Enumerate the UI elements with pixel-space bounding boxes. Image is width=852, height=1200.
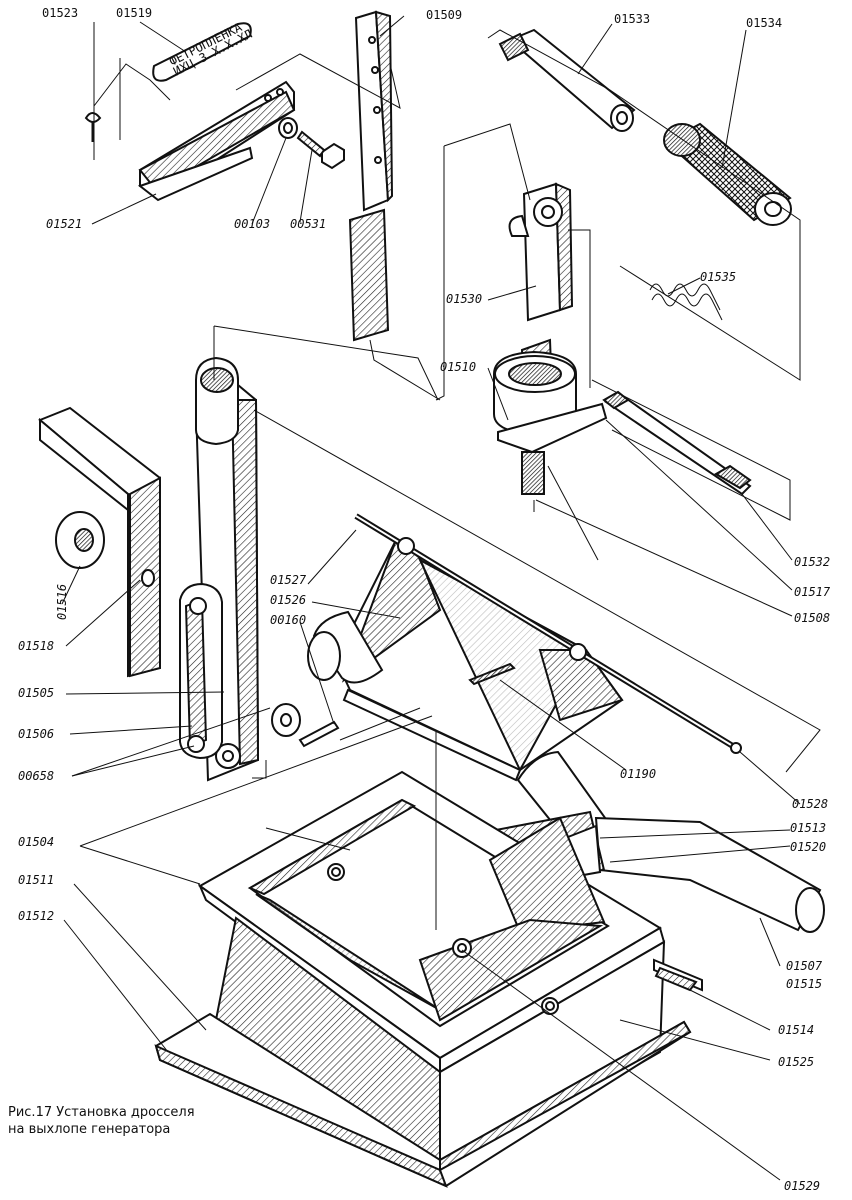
label-01521: 01521 bbox=[46, 217, 82, 231]
label-01523: 01523 bbox=[42, 6, 78, 20]
label-00160: 00160 bbox=[270, 613, 306, 627]
label-00103: 00103 bbox=[234, 217, 270, 231]
label-01520: 01520 bbox=[790, 840, 826, 854]
link-01506 bbox=[179, 582, 223, 760]
leader-lines bbox=[61, 15, 801, 1181]
label-01535: 01535 bbox=[700, 270, 736, 284]
pipe-stub-01527 bbox=[307, 610, 384, 684]
label-01512: 01512 bbox=[18, 909, 54, 923]
caption-line-2: на выхлопе генератора bbox=[8, 1122, 171, 1137]
label-01504: 01504 bbox=[18, 835, 54, 849]
rod-01532 bbox=[602, 390, 752, 496]
label-01505: 01505 bbox=[18, 686, 54, 700]
label-01517: 01517 bbox=[794, 585, 831, 599]
housing-01511 bbox=[197, 770, 666, 1180]
sleeve-01533 bbox=[498, 28, 636, 132]
nameplate-01519: ФЕТРОПЛЕНКА ИХЦ 3 Х.Х.ХЛ bbox=[152, 20, 255, 82]
label-01534: 01534 bbox=[746, 16, 782, 30]
label-00531: 00531 bbox=[290, 217, 326, 231]
bar-01509 bbox=[348, 10, 394, 342]
label-01530: 01530 bbox=[446, 292, 482, 306]
label-01519: 01519 bbox=[116, 6, 152, 20]
label-01507: 01507 bbox=[786, 959, 823, 973]
screw-01523 bbox=[84, 112, 102, 142]
label-01526: 01526 bbox=[270, 593, 306, 607]
grip-01534 bbox=[663, 122, 792, 226]
shaft-01528 bbox=[354, 513, 742, 754]
label-01509: 01509 bbox=[426, 8, 462, 22]
label-01532: 01532 bbox=[794, 555, 830, 569]
label-01511: 01511 bbox=[18, 873, 54, 887]
label-01525: 01525 bbox=[778, 1055, 814, 1069]
bracket-01521 bbox=[137, 80, 296, 202]
label-01513: 01513 bbox=[790, 821, 826, 835]
label-01529: 01529 bbox=[784, 1179, 820, 1193]
label-01514: 01514 bbox=[778, 1023, 814, 1037]
bolt-00531 bbox=[296, 130, 345, 170]
cup-01510 bbox=[493, 338, 608, 495]
base-flange-01512 bbox=[154, 1012, 692, 1188]
label-01528: 01528 bbox=[792, 797, 828, 811]
lever-01530 bbox=[508, 182, 574, 322]
assembly-chain-lines bbox=[93, 29, 821, 930]
washer-and-pin-00160 bbox=[271, 703, 340, 748]
label-00658: 00658 bbox=[18, 769, 54, 783]
l-bracket-01518 bbox=[38, 406, 161, 678]
label-01510: 01510 bbox=[440, 360, 476, 374]
caption-line-1: Рис.17 Установка дросселя bbox=[8, 1105, 195, 1120]
label-01527: 01527 bbox=[270, 573, 307, 587]
washer-00103 bbox=[278, 117, 298, 139]
part-labels: 01523 01519 01509 01533 01534 01521 0010… bbox=[18, 6, 831, 1193]
label-01518: 01518 bbox=[18, 639, 54, 653]
figure-caption: Рис.17 Установка дросселя на выхлопе ген… bbox=[8, 1104, 248, 1138]
washer-01516 bbox=[55, 511, 105, 569]
label-01533: 01533 bbox=[614, 12, 650, 26]
label-01508: 01508 bbox=[794, 611, 830, 625]
label-01506: 01506 bbox=[18, 727, 54, 741]
label-01190: 01190 bbox=[620, 767, 656, 781]
label-01516: 01516 bbox=[55, 584, 69, 620]
spring-01535 bbox=[649, 283, 723, 321]
label-01515: 01515 bbox=[786, 977, 822, 991]
